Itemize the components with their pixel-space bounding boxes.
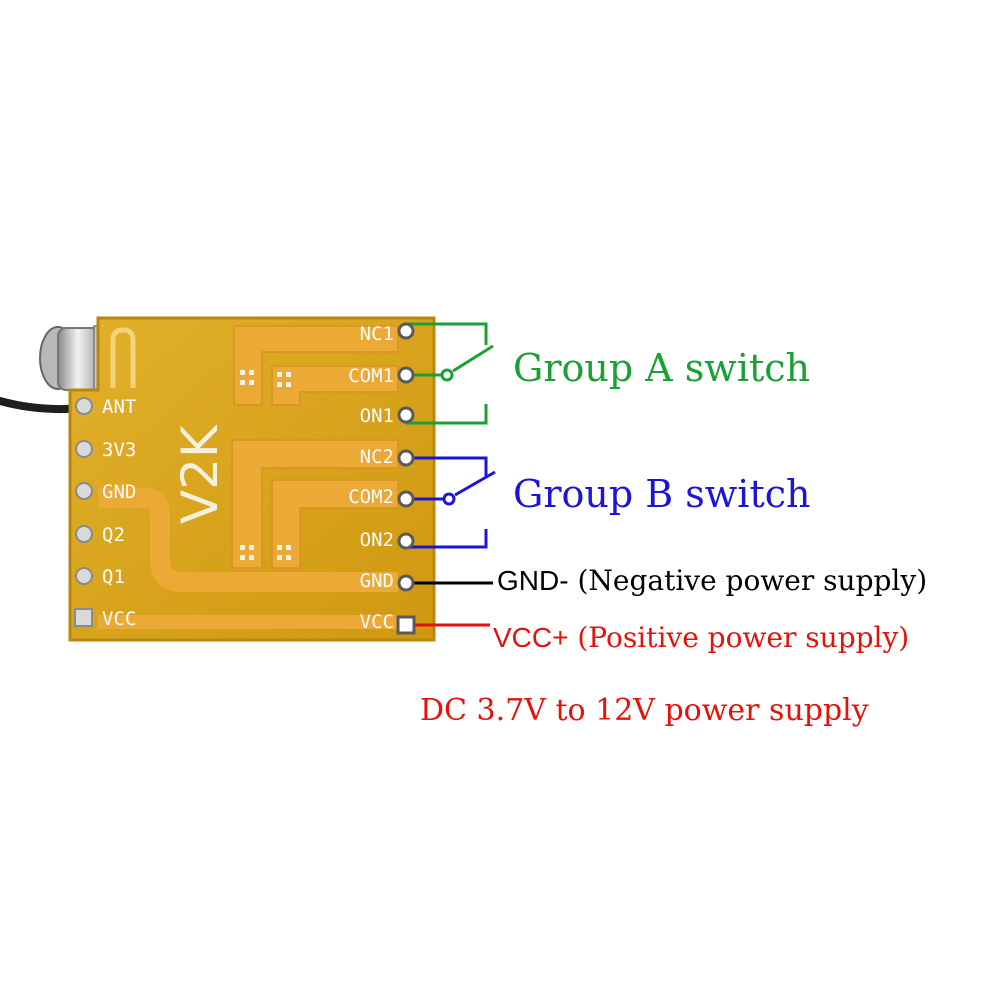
right-pin-labels: NC1 COM1 ON1 NC2 COM2 ON2 GND VCC xyxy=(348,323,394,633)
trace-com1 xyxy=(271,365,399,406)
group-a-switch-label: Group A switch xyxy=(513,346,811,390)
vcc-short-label: VCC+ xyxy=(493,622,569,653)
pin-gnd xyxy=(397,574,415,592)
trace-gnd xyxy=(98,488,398,592)
pin-nc1 xyxy=(397,322,415,340)
pin-nc2 xyxy=(397,449,415,467)
right-pin-label-nc2: NC2 xyxy=(360,446,394,468)
right-pin-header xyxy=(396,322,416,635)
via-dots xyxy=(240,370,291,560)
left-pin-label: ANT xyxy=(102,396,136,418)
pin-on1 xyxy=(397,406,415,424)
gnd-annotation: GND- (Negative power supply) xyxy=(497,564,927,597)
right-pin-label-com2: COM2 xyxy=(348,486,394,508)
gnd-short-label: GND- xyxy=(497,565,569,596)
left-pin-q1: Q1 xyxy=(75,566,125,588)
trace-com2 xyxy=(271,479,399,569)
right-pin-label-vcc: VCC xyxy=(360,611,394,633)
left-pin-vcc: VCC xyxy=(74,608,136,630)
left-pin-label: GND xyxy=(102,481,136,503)
right-pin-label-on2: ON2 xyxy=(360,529,394,551)
vcc-annotation: VCC+ (Positive power supply) xyxy=(493,621,909,654)
antenna-trace xyxy=(110,327,136,388)
pin-com1 xyxy=(397,366,415,384)
pin-on2 xyxy=(397,532,415,550)
right-pin-label-com1: COM1 xyxy=(348,365,394,387)
right-pin-label-on1: ON1 xyxy=(360,405,394,427)
left-pin-gnd: GND xyxy=(75,481,136,503)
group-b-switch-label: Group B switch xyxy=(513,472,811,516)
vcc-description: (Positive power supply) xyxy=(577,621,910,654)
left-pin-q2: Q2 xyxy=(75,524,125,546)
right-pin-label-gnd: GND xyxy=(360,570,394,592)
power-supply-note: DC 3.7V to 12V power supply xyxy=(420,693,869,728)
left-pin-label: 3V3 xyxy=(102,439,136,461)
pin-vcc xyxy=(396,615,416,635)
left-pin-header: ANT 3V3 GND Q2 Q1 VCC xyxy=(74,396,136,630)
pcb-board xyxy=(68,316,436,642)
right-pin-label-nc1: NC1 xyxy=(360,323,394,345)
board-model-label: V2K xyxy=(171,424,229,524)
trace-group-a xyxy=(233,325,399,406)
left-pin-3v3: 3V3 xyxy=(75,439,136,461)
pin-com2 xyxy=(397,490,415,508)
gnd-description: (Negative power supply) xyxy=(577,564,928,597)
crystal-oscillator xyxy=(39,325,107,393)
left-pin-label: Q2 xyxy=(102,524,125,546)
left-pin-label: VCC xyxy=(102,608,136,630)
left-pin-ant: ANT xyxy=(75,396,136,418)
trace-group-b xyxy=(231,439,399,569)
left-pin-label: Q1 xyxy=(102,566,125,588)
